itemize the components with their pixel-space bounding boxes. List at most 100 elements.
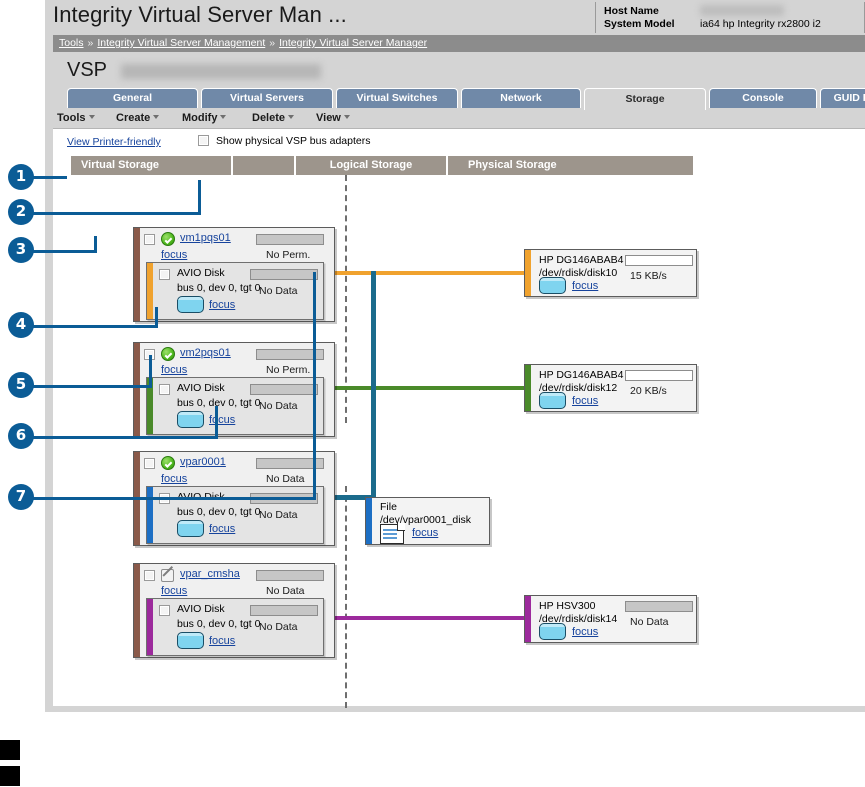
breadcrumb-item-0[interactable]: Tools xyxy=(59,37,84,49)
virtual-server-header: vpar_cmsha focus No Data xyxy=(144,568,330,602)
physical-storage-box[interactable]: HP DG146ABAB4 /dev/rdisk/disk12 20 KB/s … xyxy=(524,364,697,412)
avio-disk-checkbox[interactable] xyxy=(159,269,170,280)
system-model-value: ia64 hp Integrity rx2800 i2 xyxy=(700,18,821,30)
tab-guid-resources[interactable]: GUID Resources xyxy=(820,88,865,108)
column-header-virtual-storage: Virtual Storage xyxy=(71,156,231,175)
column-header-logical-storage: Logical Storage xyxy=(296,156,446,175)
column-divider-dashed xyxy=(345,175,347,423)
virtual-server-focus-link[interactable]: focus xyxy=(161,364,188,376)
physical-storage-box[interactable]: HP DG146ABAB4 /dev/rdisk/disk10 15 KB/s … xyxy=(524,249,697,297)
virtual-server-focus-link[interactable]: focus xyxy=(161,249,188,261)
column-header-spacer xyxy=(233,156,294,175)
callout-7-horizontal-line xyxy=(296,495,376,500)
storage-content-panel: View Printer-friendly Show physical VSP … xyxy=(53,128,865,708)
file-icon xyxy=(380,523,405,544)
virtual-server-header: vpar0001 focus No Data xyxy=(144,456,330,490)
show-physical-vsp-bus-adapters-checkbox[interactable] xyxy=(198,135,209,146)
virtual-server-group[interactable]: vm2pqs01 focus No Perm. AVIO Disk bus 0,… xyxy=(133,342,335,437)
physical-accent-bar xyxy=(525,596,531,642)
app-header: Integrity Virtual Server Man ... Host Na… xyxy=(45,0,865,35)
virtual-server-checkbox[interactable] xyxy=(144,570,155,581)
virtual-server-group[interactable]: vpar_cmsha focus No Data AVIO Disk bus 0… xyxy=(133,563,335,658)
callout-2-leader-vertical xyxy=(198,180,201,214)
physical-storage-focus-link[interactable]: focus xyxy=(572,395,599,407)
disk-icon xyxy=(177,520,204,538)
menu-modify[interactable]: Modify xyxy=(182,112,227,124)
avio-disk-focus-link[interactable]: focus xyxy=(209,523,236,535)
virtual-server-meter xyxy=(256,570,324,581)
callout-4-leader xyxy=(27,325,158,328)
menu-view-label: View xyxy=(316,112,341,124)
logical-storage-focus-link[interactable]: focus xyxy=(412,527,439,539)
physical-storage-focus-link[interactable]: focus xyxy=(572,280,599,292)
tab-virtual-switches[interactable]: Virtual Switches xyxy=(336,88,458,108)
avio-disk-focus-link[interactable]: focus xyxy=(209,299,236,311)
virtual-server-focus-link[interactable]: focus xyxy=(161,585,188,597)
physical-storage-state: 15 KB/s xyxy=(630,270,667,282)
menu-view[interactable]: View xyxy=(316,112,350,124)
breadcrumb-item-1[interactable]: Integrity Virtual Server Management xyxy=(97,37,266,49)
avio-disk-box[interactable]: AVIO Disk bus 0, dev 0, tgt 0 No Data fo… xyxy=(146,262,324,320)
callout-7: 7 xyxy=(8,484,34,510)
virtual-server-name-link[interactable]: vpar_cmsha xyxy=(180,568,240,580)
breadcrumb-item-2[interactable]: Integrity Virtual Server Manager xyxy=(279,37,428,49)
disk-icon xyxy=(177,296,204,314)
tab-console[interactable]: Console xyxy=(709,88,817,108)
callout-4-leader-vertical xyxy=(155,307,158,327)
tab-general[interactable]: General xyxy=(67,88,198,108)
avio-disk-box[interactable]: AVIO Disk bus 0, dev 0, tgt 0 No Data fo… xyxy=(146,377,324,435)
system-model-label: System Model xyxy=(604,18,675,30)
column-divider-dashed xyxy=(345,486,347,708)
callout-6-leader-vertical xyxy=(215,406,218,438)
host-name-label: Host Name xyxy=(604,5,659,17)
connector-line-row1 xyxy=(296,271,534,275)
virtual-server-header: vm1pqs01 focus No Perm. xyxy=(144,232,330,266)
virtual-server-name-link[interactable]: vpar0001 xyxy=(180,456,226,468)
tab-virtual-servers[interactable]: Virtual Servers xyxy=(201,88,333,108)
avio-disk-focus-link[interactable]: focus xyxy=(209,414,236,426)
logical-accent-bar xyxy=(366,498,372,544)
virtual-server-header: vm2pqs01 focus No Perm. xyxy=(144,347,330,381)
menu-delete[interactable]: Delete xyxy=(252,112,295,124)
virtual-server-state: No Perm. xyxy=(266,364,311,376)
virtual-server-checkbox[interactable] xyxy=(144,458,155,469)
virtual-server-state: No Data xyxy=(266,585,305,597)
callout-5: 5 xyxy=(8,372,34,398)
avio-disk-focus-link[interactable]: focus xyxy=(209,635,236,647)
physical-storage-focus-link[interactable]: focus xyxy=(572,626,599,638)
connector-line-row2 xyxy=(296,386,534,390)
status-ok-icon xyxy=(161,232,175,246)
menu-bar: Tools Create Modify Delete View xyxy=(53,110,865,128)
status-disabled-icon xyxy=(161,569,174,582)
avio-disk-address: bus 0, dev 0, tgt 0 xyxy=(177,282,261,294)
avio-disk-state: No Data xyxy=(259,621,298,633)
menu-create[interactable]: Create xyxy=(116,112,160,124)
logical-storage-box[interactable]: File /dev/vpar0001_disk focus xyxy=(365,497,490,545)
application-window: Integrity Virtual Server Man ... Host Na… xyxy=(45,0,865,712)
avio-disk-title: AVIO Disk xyxy=(177,603,225,615)
tab-network[interactable]: Network xyxy=(461,88,581,108)
virtual-server-checkbox[interactable] xyxy=(144,234,155,245)
virtual-server-name-link[interactable]: vm1pqs01 xyxy=(180,232,231,244)
menu-tools[interactable]: Tools xyxy=(57,112,95,124)
virtual-server-group[interactable]: vm1pqs01 focus No Perm. AVIO Disk bus 0,… xyxy=(133,227,335,322)
virtual-server-meter xyxy=(256,349,324,360)
avio-disk-checkbox[interactable] xyxy=(159,384,170,395)
vsp-name-redacted xyxy=(121,64,321,79)
physical-storage-box[interactable]: HP HSV300 /dev/rdisk/disk14 No Data focu… xyxy=(524,595,697,643)
avio-disk-box[interactable]: AVIO Disk bus 0, dev 0, tgt 0 No Data fo… xyxy=(146,486,324,544)
tab-storage[interactable]: Storage xyxy=(584,88,706,110)
callout-2: 2 xyxy=(8,199,34,225)
disk-icon xyxy=(539,277,566,295)
disk-icon xyxy=(177,411,204,429)
virtual-server-focus-link[interactable]: focus xyxy=(161,473,188,485)
breadcrumb-separator: » xyxy=(87,37,94,49)
view-printer-friendly-link[interactable]: View Printer-friendly xyxy=(67,136,161,148)
menu-tools-label: Tools xyxy=(57,112,86,124)
virtual-server-name-link[interactable]: vm2pqs01 xyxy=(180,347,231,359)
avio-disk-box[interactable]: AVIO Disk bus 0, dev 0, tgt 0 No Data fo… xyxy=(146,598,324,656)
avio-disk-checkbox[interactable] xyxy=(159,605,170,616)
vsp-title-bar: VSP xyxy=(53,52,865,88)
bottom-marker-2 xyxy=(0,766,20,786)
avio-disk-state: No Data xyxy=(259,509,298,521)
